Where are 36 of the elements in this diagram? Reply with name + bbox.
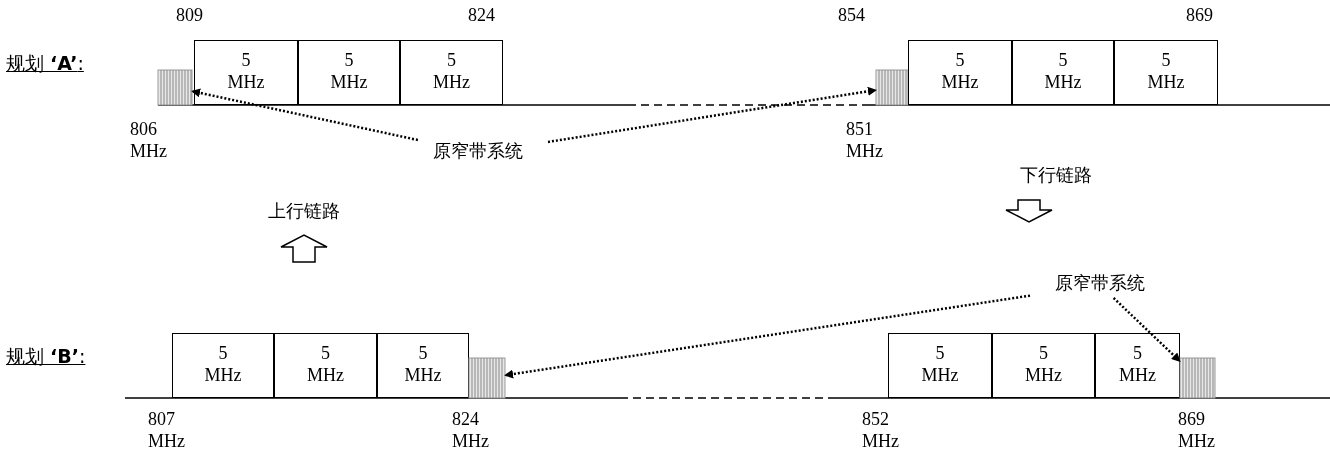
leader-arrow — [547, 86, 877, 144]
frequency-label: 809 — [176, 4, 203, 26]
channel-block: 5 MHz — [274, 333, 377, 398]
channel-block: 5 MHz — [1114, 40, 1218, 105]
link-direction-label: 上行链路 — [268, 200, 340, 222]
channel-block: 5 MHz — [888, 333, 992, 398]
channel-block: 5 MHz — [377, 333, 469, 398]
system-label: 原窄带系统 — [1030, 272, 1170, 298]
plan-label: 规划 ‘B’: — [6, 345, 86, 367]
frequency-label: 824 MHz — [452, 408, 490, 452]
plan-label: 规划 ‘A’: — [6, 52, 84, 74]
frequency-label: 851 MHz — [846, 118, 884, 162]
leader-arrow — [504, 294, 1031, 379]
leader-arrow — [1112, 297, 1181, 363]
frequency-label: 806 MHz — [130, 118, 168, 162]
frequency-label: 824 — [468, 4, 495, 26]
channel-block: 5 MHz — [1095, 333, 1180, 398]
frequency-label: 852 MHz — [862, 408, 900, 452]
system-label: 原窄带系统 — [408, 140, 548, 166]
channel-block: 5 MHz — [908, 40, 1012, 105]
hatched-band — [158, 70, 192, 105]
hatched-band — [876, 70, 908, 105]
channel-block: 5 MHz — [194, 40, 298, 105]
channel-block: 5 MHz — [992, 333, 1095, 398]
channel-block: 5 MHz — [400, 40, 503, 105]
frequency-label: 854 — [838, 4, 865, 26]
frequency-label: 869 — [1186, 4, 1213, 26]
channel-block: 5 MHz — [1012, 40, 1114, 105]
frequency-label: 869 MHz — [1178, 408, 1216, 452]
leader-arrow — [191, 88, 419, 142]
hatched-band — [1180, 358, 1215, 398]
channel-block: 5 MHz — [298, 40, 400, 105]
channel-block: 5 MHz — [172, 333, 274, 398]
link-direction-label: 下行链路 — [1020, 164, 1092, 186]
hatched-band — [469, 358, 505, 398]
frequency-label: 807 MHz — [148, 408, 186, 452]
